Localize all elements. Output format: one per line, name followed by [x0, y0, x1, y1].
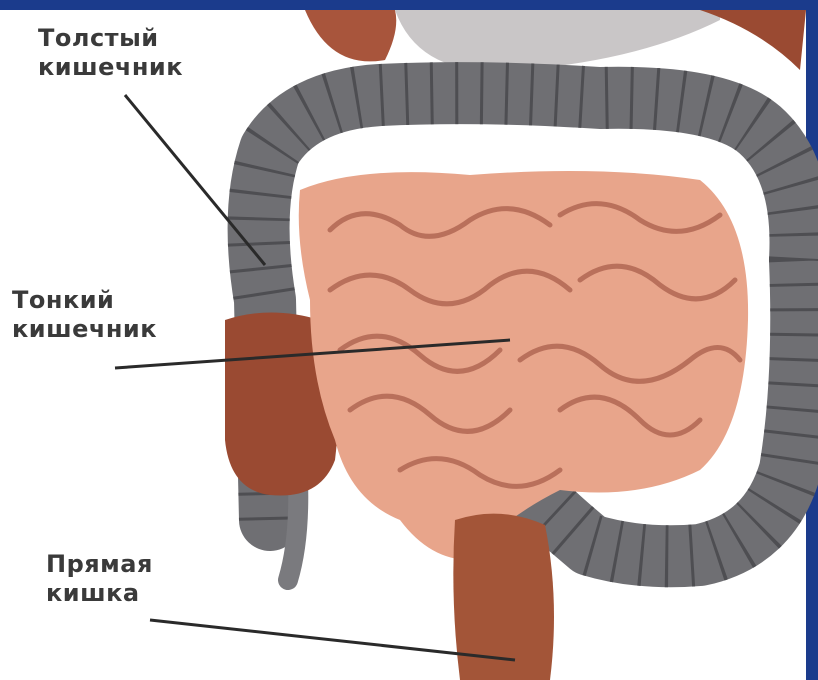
- label-rectum-line1: Прямая: [46, 550, 153, 579]
- label-rectum: Прямая кишка: [46, 550, 153, 608]
- label-small-intestine-line2: кишечник: [12, 315, 157, 344]
- label-large-intestine-line1: Толстый: [38, 24, 183, 53]
- frame-top: [0, 0, 818, 10]
- upper-organ-left: [305, 10, 396, 61]
- label-large-intestine: Толстый кишечник: [38, 24, 183, 82]
- label-small-intestine-line1: Тонкий: [12, 286, 157, 315]
- label-large-intestine-line2: кишечник: [38, 53, 183, 82]
- label-rectum-line2: кишка: [46, 579, 153, 608]
- label-small-intestine: Тонкий кишечник: [12, 286, 157, 344]
- upper-organ-center: [395, 10, 720, 71]
